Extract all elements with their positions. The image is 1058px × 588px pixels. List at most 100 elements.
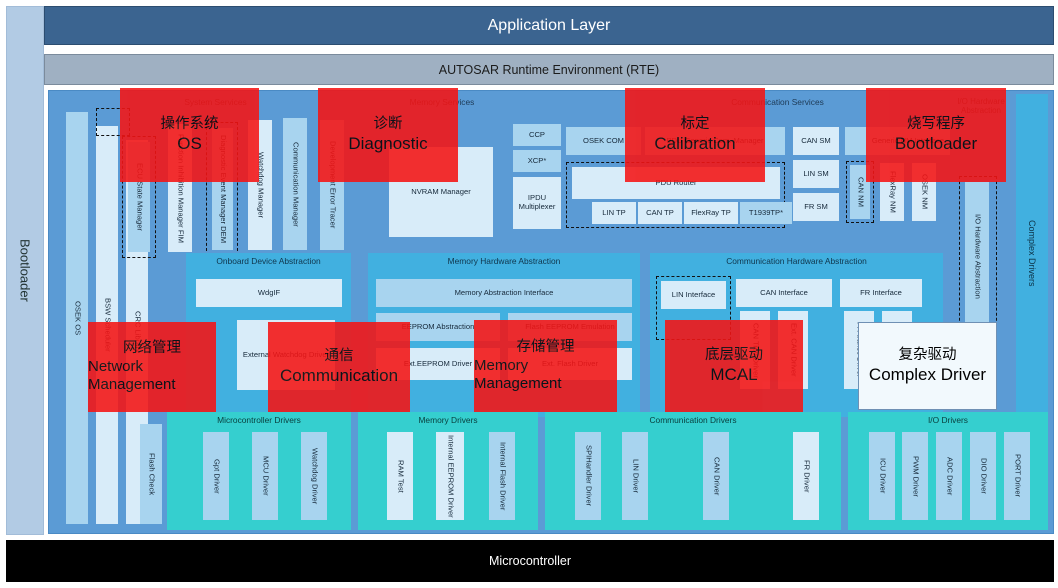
module-label: PWM Driver (911, 455, 921, 497)
module-fr-interface: FR Interface (840, 279, 922, 307)
module-label: LIN Interface (671, 289, 716, 299)
module-label: Function Inhibition Manager FIM (176, 133, 186, 243)
module-lin-tp: LIN TP (592, 202, 636, 224)
module-t1939tp: T1939TP* (740, 202, 792, 224)
module-label: OSEK COM (583, 135, 624, 145)
module-label: IPDU Multiplexer (518, 193, 556, 211)
module-label: OSEK OS (73, 300, 83, 336)
module-label: FR Interface (860, 287, 902, 297)
module-osek-os: OSEK OS (66, 112, 88, 524)
module-label: Development Error Tracer (328, 141, 338, 229)
module-gpt-driver: Gpt Driver (203, 432, 229, 520)
module-icu-driver: ICU Driver (869, 432, 895, 520)
module-label: Watchdog Manager (256, 152, 266, 218)
module-label: CCP (528, 129, 546, 139)
highlight-network-management-en: Network Management (88, 357, 176, 393)
highlight-communication-cn: 通信 (324, 347, 354, 364)
module-label: WdgIF (257, 287, 281, 297)
module-label: OSEK NM (920, 174, 930, 210)
module-label: Communication Manager (291, 141, 301, 227)
module-label: ADC Driver (945, 456, 955, 496)
module-label: PORT Driver (1013, 454, 1023, 498)
module-label: CAN SM (801, 135, 831, 145)
rte-bar: AUTOSAR Runtime Environment (RTE) (44, 54, 1054, 85)
module-adc-driver: ADC Driver (936, 432, 962, 520)
module-label: FlexRay NM (888, 171, 898, 213)
module-label: Internal EEPROM Driver (446, 434, 456, 518)
module-ccp: CCP (513, 124, 561, 146)
module-label: LIN Driver (631, 458, 641, 494)
highlight-complex-driver-en: Complex Driver (868, 364, 987, 384)
highlight-os-cn: 操作系统 (160, 115, 219, 132)
module-can-tp: CAN TP (638, 202, 682, 224)
module-label: DIO Driver (979, 458, 989, 494)
highlight-complex-driver-cn: 复杂驱动 (898, 346, 957, 363)
module-label: ECU State Manager (135, 163, 145, 231)
highlight-network-management: 网络管理 Network Management (88, 322, 216, 412)
application-layer-label: Application Layer (487, 16, 611, 34)
highlight-bootloader-cn: 烧写程序 (907, 115, 965, 132)
memory-hardware-abstraction-title: Memory Hardware Abstraction (447, 256, 561, 266)
module-port-driver: PORT Driver (1004, 432, 1030, 520)
module-label: SPIHandler Driver (584, 445, 594, 507)
module-label: FR SM (804, 201, 828, 211)
module-label: Diagnostic Event Manager DEM (218, 134, 228, 244)
module-can-nm: CAN NM (850, 165, 870, 219)
rte-label: AUTOSAR Runtime Environment (RTE) (438, 62, 660, 77)
module-label: T1939TP* (748, 207, 784, 217)
module-label: LIN TP (602, 207, 626, 217)
application-layer-bar: Application Layer (44, 6, 1054, 45)
module-spihandler-driver: SPIHandler Driver (575, 432, 601, 520)
module-wdgif: WdgIF (196, 279, 342, 307)
highlight-diagnostic: 诊断 Diagnostic (318, 88, 458, 182)
module-label: NVRAM Manager (411, 186, 471, 196)
module-fr-sm: FR SM (793, 193, 839, 221)
highlight-bootloader: 烧写程序 Bootloader (866, 88, 1006, 182)
module-label: FlexRay TP (691, 207, 731, 217)
communication-hardware-abstraction-title: Communication Hardware Abstraction (726, 256, 867, 266)
module-label: Watchdog Driver (310, 447, 320, 505)
highlight-calibration-cn: 标定 (680, 115, 710, 132)
module-lin-sm: LIN SM (793, 160, 839, 188)
highlight-os: 操作系统 OS (120, 88, 259, 182)
highlight-memory-management-en: Memory Management (474, 356, 562, 392)
communication-drivers-title: Communication Drivers (649, 415, 737, 425)
module-can-interface: CAN Interface (736, 279, 832, 307)
module-label: ICU Driver (878, 458, 888, 494)
module-ipdu-multiplexer: IPDU Multiplexer (513, 177, 561, 229)
module-label: XCP* (527, 155, 547, 165)
highlight-mcal-cn: 底层驱动 (705, 346, 763, 363)
module-label: CAN TP (646, 207, 674, 217)
module-dio-driver: DIO Driver (970, 432, 996, 520)
microcontroller-bar: Microcontroller (6, 540, 1054, 582)
highlight-calibration: 标定 Calibration (625, 88, 765, 182)
module-label: Memory Abstraction Interface (454, 287, 554, 297)
module-memory-abstraction-interface: Memory Abstraction Interface (376, 279, 632, 307)
module-communication-manager: Communication Manager (283, 118, 307, 250)
module-label: CAN Driver (712, 456, 722, 496)
module-label: RAM Test (396, 459, 406, 493)
bootloader-column-label: Bootloader (17, 239, 33, 302)
module-label: Flash Check (147, 452, 157, 496)
module-flexray-tp: FlexRay TP (684, 202, 738, 224)
module-label: CAN Interface (760, 287, 808, 297)
module-lin-driver: LIN Driver (622, 432, 648, 520)
module-label: Gpt Driver (212, 458, 222, 494)
highlight-complex-driver: 复杂驱动 Complex Driver (858, 322, 997, 410)
module-pwm-driver: PWM Driver (902, 432, 928, 520)
highlight-calibration-en: Calibration (654, 133, 736, 153)
onboard-device-abstraction-title: Onboard Device Abstraction (216, 256, 321, 266)
highlight-communication-en: Communication (279, 365, 399, 385)
module-label: MCU Driver (261, 456, 271, 496)
highlight-bootloader-en: Bootloader (894, 133, 978, 153)
highlight-diagnostic-en: Diagnostic (348, 133, 428, 153)
module-internal-flash-driver: Internal Flash Driver (489, 432, 515, 520)
module-ram-test: RAM Test (387, 432, 413, 520)
complex-drivers-label: Complex Drivers (1027, 219, 1037, 287)
complex-drivers-column: Complex Drivers (1016, 94, 1048, 412)
io-drivers-title: I/O Drivers (927, 415, 968, 425)
module-mcu-driver: MCU Driver (252, 432, 278, 520)
highlight-mcal-en: MCAL (710, 364, 758, 384)
module-can-sm: CAN SM (793, 127, 839, 155)
